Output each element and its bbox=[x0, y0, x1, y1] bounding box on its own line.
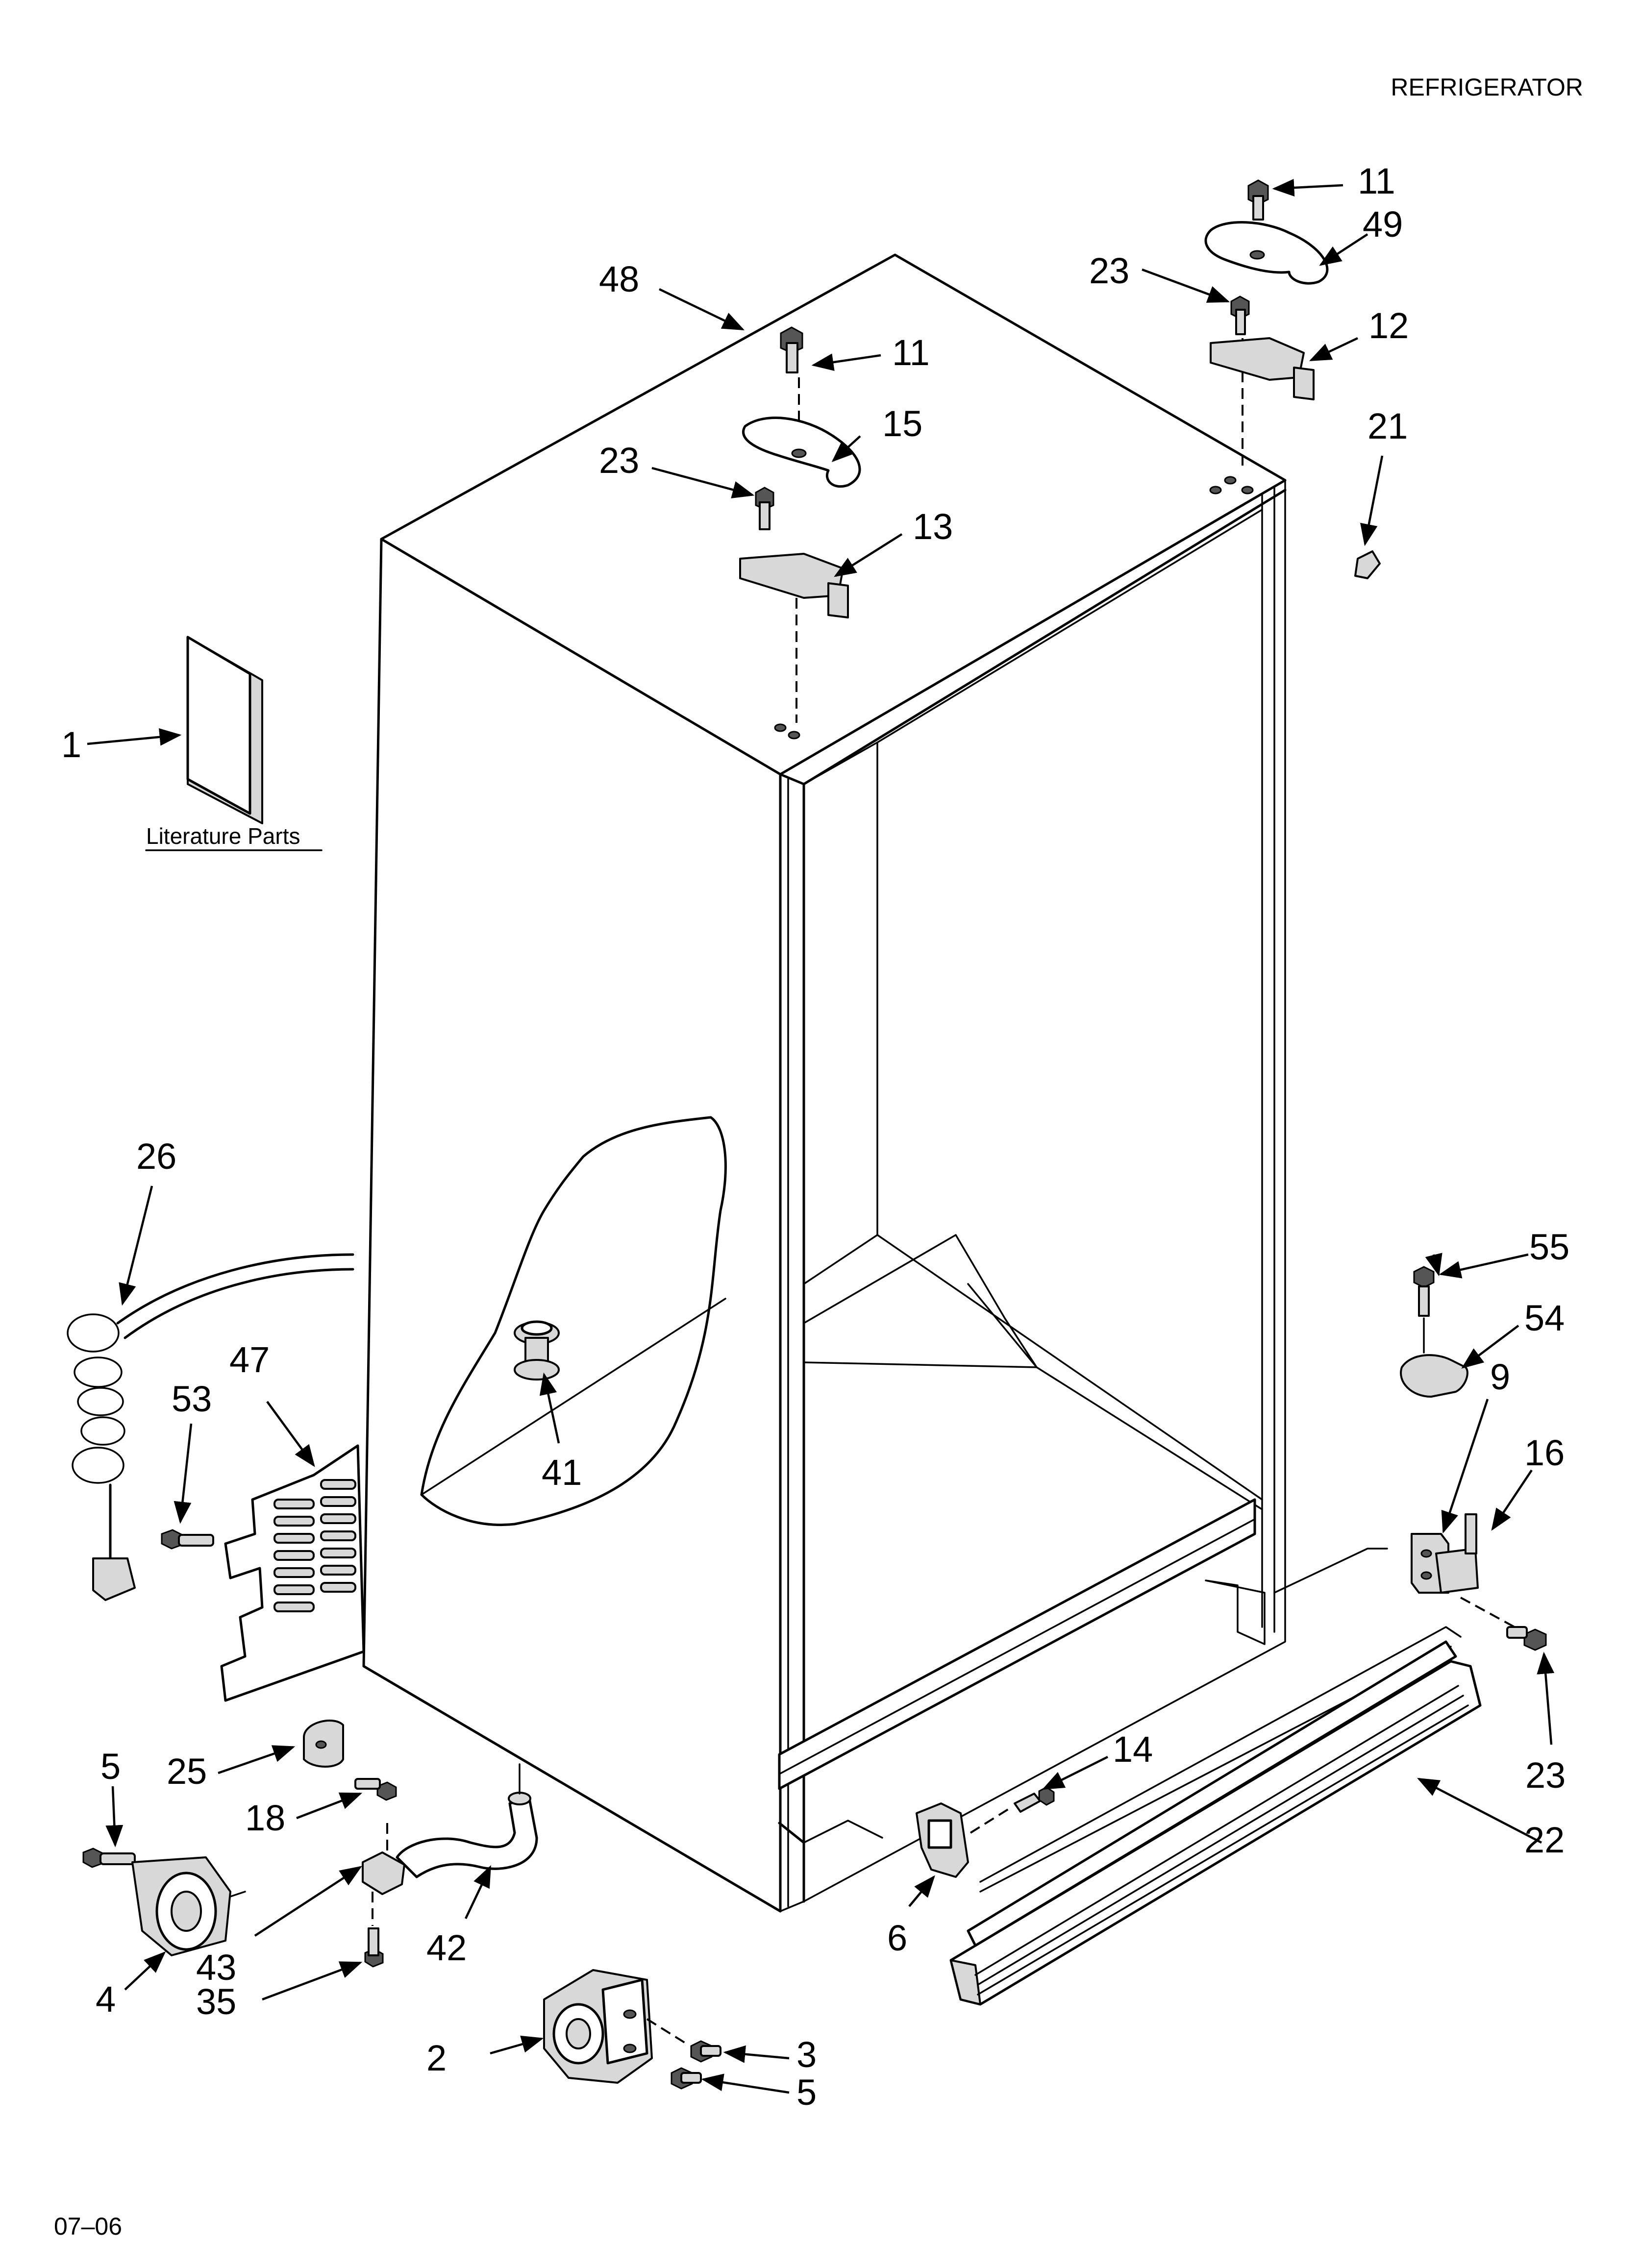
panel-vents bbox=[274, 1479, 356, 1612]
lower-hinge-roller bbox=[543, 1969, 721, 2090]
leader-lines bbox=[87, 178, 1555, 2094]
callout-21: 21 bbox=[1368, 406, 1408, 446]
callout-55: 55 bbox=[1529, 1227, 1569, 1267]
callout-16: 16 bbox=[1524, 1432, 1565, 1473]
callout-23-lower: 23 bbox=[1525, 1755, 1566, 1796]
literature-booklet bbox=[186, 636, 263, 824]
callout-26: 26 bbox=[136, 1136, 176, 1177]
callout-43: 43 bbox=[196, 1947, 236, 1988]
callout-11-right: 11 bbox=[1358, 161, 1395, 201]
rear-access-panel bbox=[161, 1444, 365, 1702]
callout-1: 1 bbox=[61, 724, 81, 765]
callout-47: 47 bbox=[229, 1339, 270, 1380]
callout-5: 5 bbox=[100, 1746, 121, 1787]
upper-hinge-right bbox=[1204, 179, 1329, 470]
callout-22: 22 bbox=[1524, 1820, 1565, 1860]
callout-2: 2 bbox=[426, 2038, 447, 2078]
callout-48: 48 bbox=[599, 259, 639, 299]
callout-11: 11 bbox=[892, 332, 930, 373]
callout-53: 53 bbox=[172, 1379, 212, 1419]
callout-23: 23 bbox=[599, 440, 639, 481]
callout-3: 3 bbox=[796, 2034, 817, 2075]
literature-caption: Literature Parts bbox=[146, 823, 300, 849]
callout-49: 49 bbox=[1363, 204, 1403, 245]
callout-41: 41 bbox=[542, 1452, 582, 1493]
callout-14: 14 bbox=[1113, 1729, 1153, 1770]
upper-hinge-left bbox=[739, 326, 861, 723]
callout-25: 25 bbox=[167, 1751, 207, 1792]
cutaway-view bbox=[420, 1116, 727, 1526]
callout-18: 18 bbox=[245, 1798, 285, 1838]
callout-12: 12 bbox=[1368, 305, 1409, 346]
revision-code: 07–06 bbox=[54, 2213, 122, 2240]
base-grille bbox=[949, 1626, 1482, 2006]
callout-35: 35 bbox=[196, 1981, 236, 2022]
callout-13: 13 bbox=[913, 506, 953, 547]
callout-4: 4 bbox=[96, 1979, 116, 2020]
leveler-glide bbox=[514, 1320, 560, 1381]
callout-labels: 1 48 11 15 23 13 11 49 23 12 21 26 47 53… bbox=[61, 161, 1569, 2113]
callout-9: 9 bbox=[1490, 1356, 1510, 1397]
cabinet bbox=[362, 253, 1388, 1913]
callout-42: 42 bbox=[426, 1927, 467, 1968]
callout-54: 54 bbox=[1524, 1298, 1565, 1338]
lower-left-parts bbox=[82, 1720, 538, 1968]
lower-hinge-right bbox=[1400, 1266, 1547, 1651]
callout-6: 6 bbox=[887, 1918, 907, 1958]
callout-23-right: 23 bbox=[1089, 250, 1129, 291]
grille-clip bbox=[916, 1802, 969, 1878]
power-cord bbox=[67, 1253, 354, 1601]
panel-screw bbox=[161, 1529, 214, 1550]
trim-clip bbox=[1354, 550, 1381, 579]
callout-15: 15 bbox=[882, 403, 922, 444]
callout-5-lower: 5 bbox=[796, 2072, 817, 2113]
grille-screw bbox=[970, 1786, 1055, 1834]
diagram-title: REFRIGERATOR bbox=[1391, 74, 1583, 101]
